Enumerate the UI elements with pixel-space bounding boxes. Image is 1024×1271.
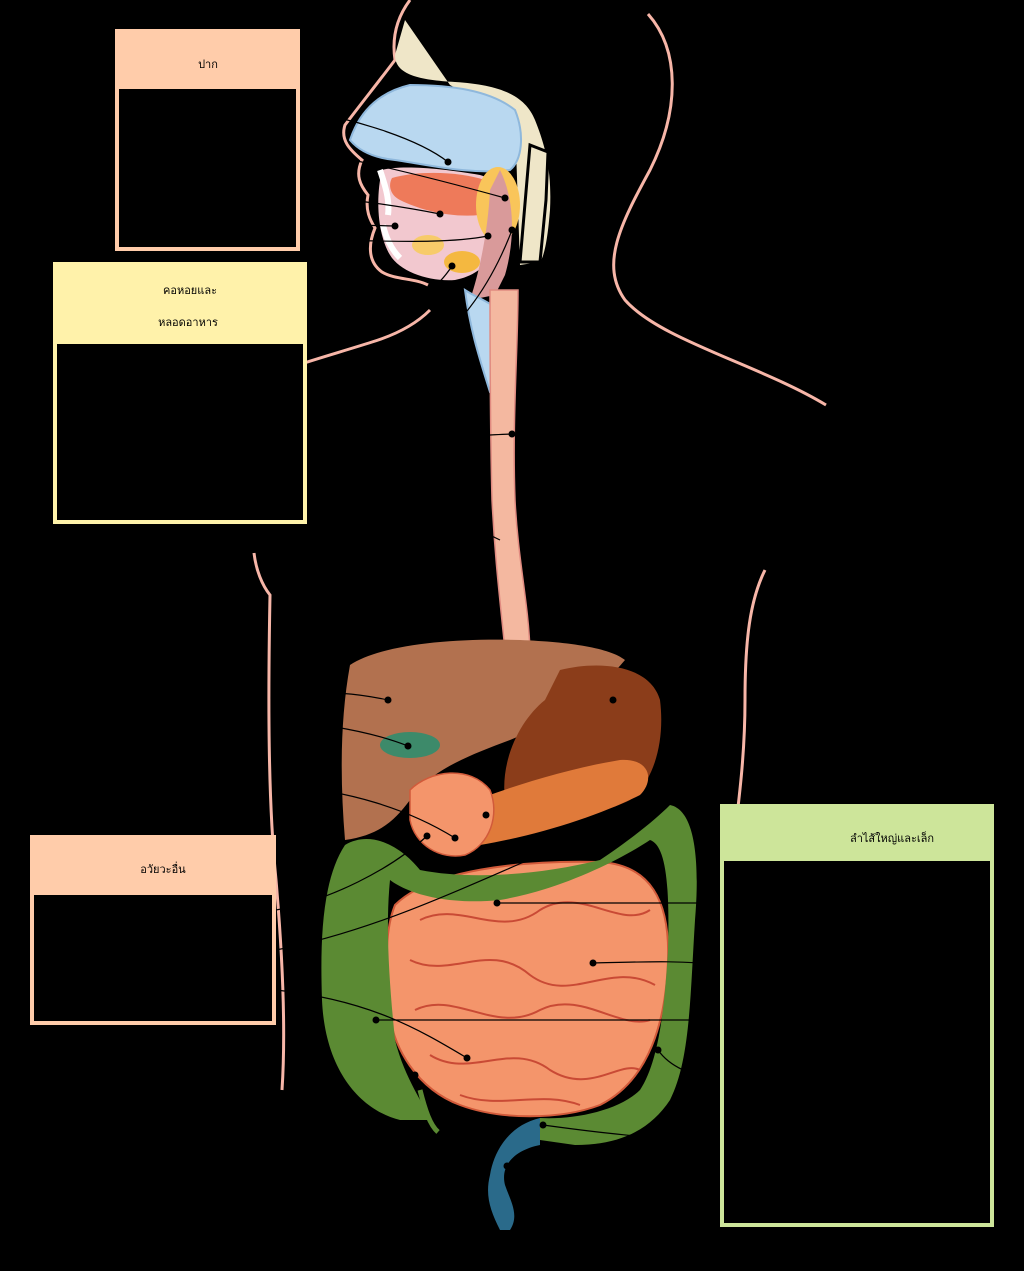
box-mouth-header (115, 29, 300, 87)
pancreas (446, 759, 649, 846)
neck-back-outline (612, 13, 827, 407)
label-dots (372, 158, 662, 1170)
appendix (417, 1089, 440, 1134)
box-throat-title-line2: หลอดอาหาร (158, 316, 218, 329)
leader-lines (275, 109, 723, 1201)
box-intestine-header (720, 804, 994, 859)
box-organs: อวัยวะอื่น (30, 835, 276, 1025)
box-throat-title-line1: คอหอยและ (163, 284, 217, 297)
box-throat-body (53, 340, 307, 524)
box-organs-title: อวัยวะอื่น (140, 861, 186, 876)
box-organs-body (30, 891, 276, 1025)
teeth-lower (380, 224, 403, 261)
box-throat: คอหอยและ หลอดอาหาร (53, 262, 307, 524)
abdominal-organs (321, 639, 697, 1230)
box-intestine: ลำไส้ใหญ่และเล็ก (720, 804, 994, 1227)
tongue (390, 172, 495, 216)
head-outline (342, 0, 429, 287)
box-intestine-body (720, 857, 994, 1227)
nasal-cavity (348, 83, 522, 173)
teeth-upper (377, 169, 392, 216)
box-mouth-body (115, 85, 300, 251)
head-structures (348, 20, 551, 394)
spine-cervical (518, 142, 550, 264)
box-intestine-title: ลำไส้ใหญ่และเล็ก (850, 831, 934, 845)
sigmoid-rectum (488, 1118, 540, 1230)
torso-left-outline (252, 552, 286, 1091)
box-mouth: ปาก (115, 29, 300, 251)
sublingual-gland (412, 235, 444, 255)
small-intestine-folds (409, 901, 656, 1106)
box-throat-header (53, 262, 307, 342)
box-organs-header (30, 835, 276, 893)
small-intestine (385, 860, 670, 1118)
esophagus (489, 289, 531, 651)
box-mouth-title: ปาก (198, 58, 218, 71)
large-intestine (321, 805, 697, 1145)
duodenum (409, 772, 495, 857)
